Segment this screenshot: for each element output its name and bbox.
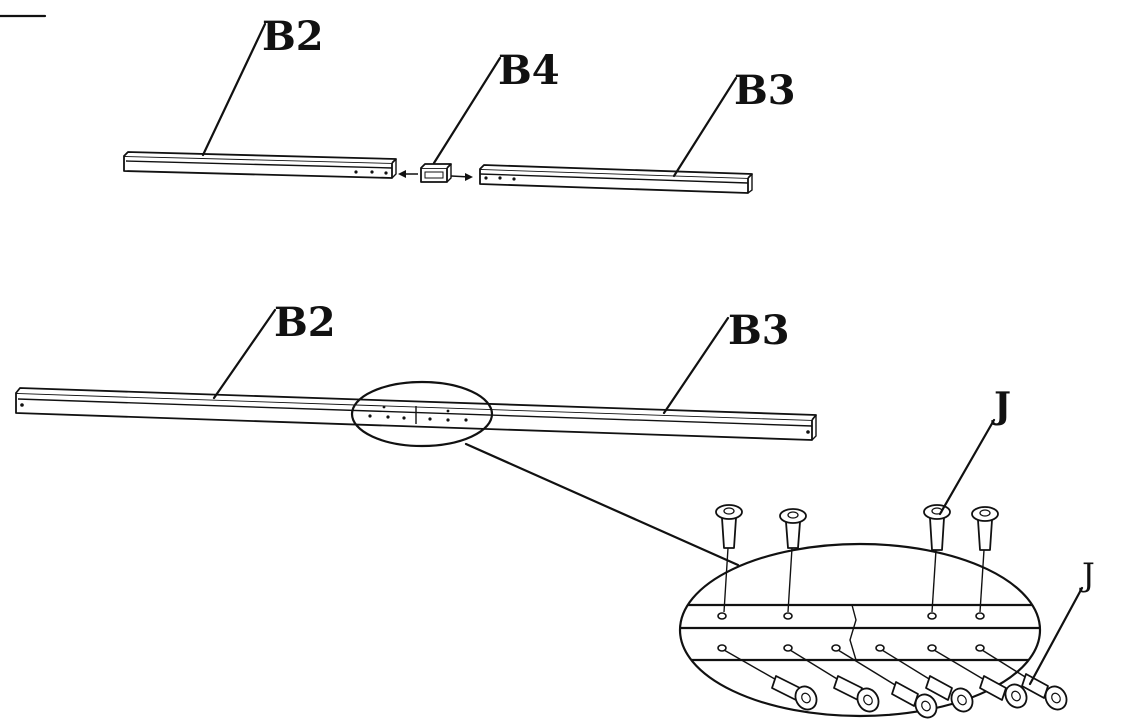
detail-connector-line <box>464 442 740 567</box>
leader-top-b4 <box>432 56 502 165</box>
label-mid-b2: B2 <box>274 299 336 346</box>
bolt-diagonal-2 <box>789 649 880 713</box>
vertical-bolts <box>715 504 999 613</box>
label-top-b3: B3 <box>734 67 796 114</box>
bolt-diagonal-6 <box>981 649 1068 711</box>
leader-top-b3 <box>672 76 738 178</box>
rail-b3-top <box>479 164 753 194</box>
bolt-vertical-4 <box>971 506 999 613</box>
assembled-view: B2 B3 <box>15 299 817 567</box>
exploded-view: B2 B4 B3 <box>123 13 796 194</box>
bolt-diagonal-3 <box>837 649 938 719</box>
label-j-bottom: J <box>1079 556 1095 594</box>
detail-circle-small <box>350 380 494 448</box>
leader-mid-b2 <box>212 308 277 400</box>
label-mid-b3: B3 <box>728 307 790 354</box>
rail-b2-top <box>123 151 397 179</box>
label-top-b2: B2 <box>262 13 324 60</box>
label-top-b4: B4 <box>498 47 560 94</box>
bolt-vertical-1 <box>715 504 743 613</box>
leader-mid-b3 <box>662 316 730 415</box>
leader-top-b2 <box>201 22 267 157</box>
assembly-arrows <box>398 170 473 181</box>
connector-b4 <box>420 163 452 183</box>
bolt-vertical-3 <box>923 504 951 613</box>
magnified-detail: J J <box>678 385 1095 719</box>
leader-j-top <box>938 418 996 516</box>
detail-circle-large <box>678 542 1042 718</box>
bolt-diagonal-5 <box>933 649 1028 709</box>
leader-j-bottom <box>1028 586 1084 686</box>
bolt-diagonal-1 <box>723 649 818 711</box>
label-j-top: J <box>991 385 1011 427</box>
bolt-diagonal-4 <box>881 649 974 713</box>
diagonal-bolts <box>723 649 1068 719</box>
bolt-vertical-2 <box>779 508 807 613</box>
assembled-rail <box>15 387 817 441</box>
